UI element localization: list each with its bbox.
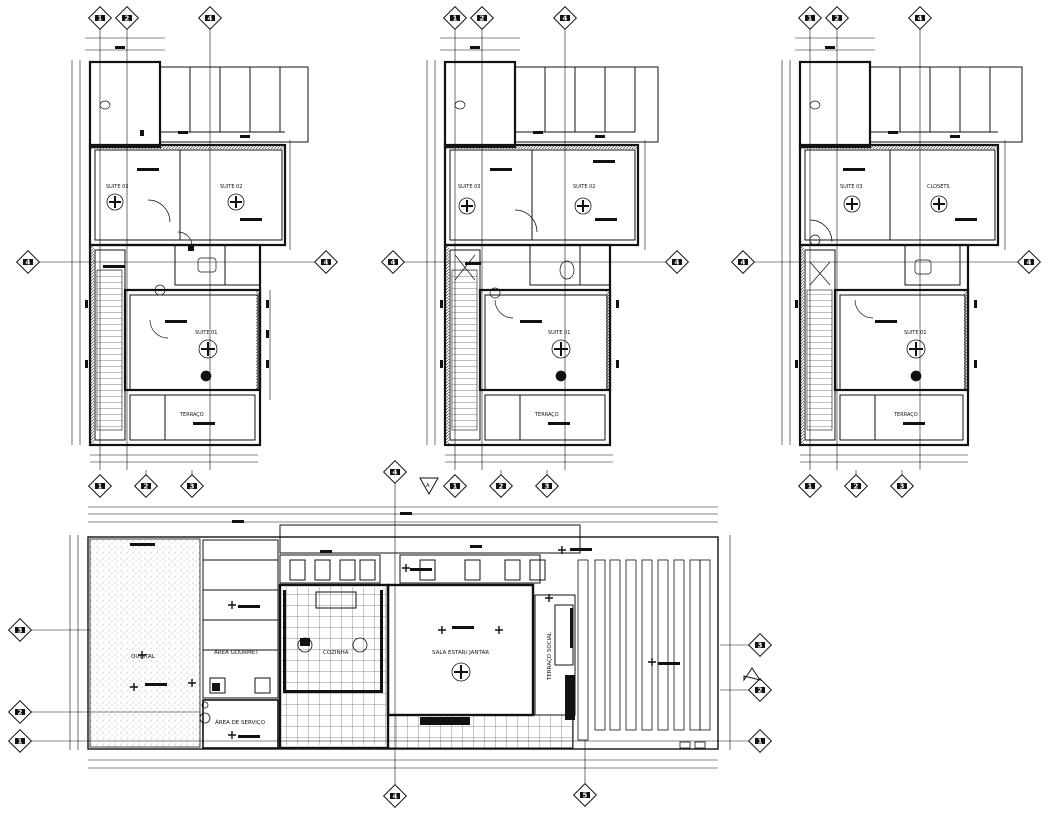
ceiling-light-icon <box>458 197 592 359</box>
ceiling-light-icon <box>843 195 948 359</box>
svg-text:2: 2 <box>18 709 23 717</box>
grid-axis-marker: 1 <box>442 473 468 499</box>
room-label-suite-03: SUITE 03 <box>458 184 480 190</box>
room-label-suite-01: SUITE 01 <box>904 330 926 336</box>
grid-axis-marker: 2 <box>114 5 140 31</box>
grid-axis-marker: 4 <box>382 783 408 809</box>
svg-text:4: 4 <box>1027 259 1032 267</box>
grid-axis-marker: 2 <box>7 699 33 725</box>
grid-axis-marker: 4 <box>907 5 933 31</box>
grid-axis-marker: 4 <box>730 249 756 275</box>
svg-text:1: 1 <box>758 738 763 746</box>
grid-axis-marker: 4 <box>552 5 578 31</box>
grid-axis-marker: 1 <box>797 473 823 499</box>
room-label-closets: CLOSETS <box>927 184 950 190</box>
svg-text:2: 2 <box>854 483 859 491</box>
svg-text:1: 1 <box>808 483 813 491</box>
grid-axis-marker: 2 <box>488 473 514 499</box>
section-marker-icon: A <box>419 477 762 682</box>
room-label-suite-01: SUITE 01 <box>548 330 570 336</box>
svg-text:A: A <box>426 483 430 489</box>
grid-axis-marker: 4 <box>382 459 408 485</box>
svg-text:4: 4 <box>393 469 398 477</box>
room-label-terraco: TERRAÇO <box>893 412 918 418</box>
svg-text:2: 2 <box>125 15 130 23</box>
svg-text:2: 2 <box>144 483 149 491</box>
room-label-area-gourmet: ÁREA GOURMET <box>214 649 259 656</box>
svg-text:1: 1 <box>808 15 813 23</box>
grid-axis-marker: 4 <box>1016 249 1042 275</box>
room-label-cozinha: COZINHA <box>323 650 349 656</box>
svg-text:4: 4 <box>26 259 31 267</box>
svg-text:1: 1 <box>98 483 103 491</box>
svg-text:2: 2 <box>480 15 485 23</box>
room-label-suite-02: SUITE 02 <box>220 184 242 190</box>
svg-text:4: 4 <box>393 793 398 801</box>
svg-text:2: 2 <box>499 483 504 491</box>
upper-floor-plan-b: SUITE 03 SUITE 02 SUITE 01 TERRAÇO 1 2 4… <box>380 5 690 499</box>
room-label-suite-01: SUITE 01 <box>195 330 217 336</box>
room-label-suite-03: SUITE 03 <box>840 184 862 190</box>
grid-axis-marker: 1 <box>797 5 823 31</box>
svg-text:1: 1 <box>453 15 458 23</box>
ground-floor-plan: QUINTAL ÁREA GOURMET COZINHA SALA ESTAR/… <box>7 459 773 809</box>
svg-text:4: 4 <box>208 15 213 23</box>
room-label-suite-03: SUITE 03 <box>106 184 128 190</box>
svg-text:3: 3 <box>758 642 763 650</box>
ceiling-light-icon <box>297 637 471 682</box>
svg-text:4: 4 <box>391 259 396 267</box>
room-label-area-servico: ÁREA DE SERVIÇO <box>215 719 266 726</box>
grid-axis-marker: 4 <box>15 249 41 275</box>
grid-axis-marker: 3 <box>747 632 773 658</box>
grid-axis-marker: 1 <box>747 728 773 754</box>
grid-axis-marker: 4 <box>313 249 339 275</box>
svg-text:4: 4 <box>675 259 680 267</box>
svg-text:1: 1 <box>98 15 103 23</box>
svg-text:1: 1 <box>453 483 458 491</box>
svg-text:4: 4 <box>324 259 329 267</box>
grid-axis-marker: 4 <box>380 249 406 275</box>
svg-text:4: 4 <box>741 259 746 267</box>
ceiling-light-icon <box>106 193 245 359</box>
svg-text:3: 3 <box>545 483 550 491</box>
grid-axis-marker: 1 <box>7 728 33 754</box>
room-label-quintal: QUINTAL <box>131 654 156 660</box>
svg-text:4: 4 <box>563 15 568 23</box>
grid-axis-marker: 3 <box>534 473 560 499</box>
grid-axis-marker: 5 <box>572 782 598 808</box>
grid-axis-marker: 1 <box>442 5 468 31</box>
grid-axis-marker: 4 <box>664 249 690 275</box>
svg-text:1: 1 <box>18 738 23 746</box>
svg-text:3: 3 <box>900 483 905 491</box>
room-label-suite-02: SUITE 02 <box>573 184 595 190</box>
grid-axis-marker: 2 <box>824 5 850 31</box>
room-label-terraco-social: TERRAÇO SOCIAL <box>547 631 553 681</box>
grid-axis-marker: 3 <box>7 617 33 643</box>
room-label-terraco: TERRAÇO <box>534 412 559 418</box>
grid-axis-marker: 3 <box>179 473 205 499</box>
svg-text:3: 3 <box>190 483 195 491</box>
grid-axis-marker: 2 <box>843 473 869 499</box>
grid-axis-marker: 1 <box>87 473 113 499</box>
svg-text:5: 5 <box>583 792 588 800</box>
svg-text:2: 2 <box>758 687 763 695</box>
room-label-terraco: TERRAÇO <box>179 412 204 418</box>
upper-floor-plan-a: SUITE 03 SUITE 02 SUITE 01 TERRAÇO 1 2 4… <box>15 5 339 499</box>
svg-text:4: 4 <box>918 15 923 23</box>
grid-axis-marker: 2 <box>133 473 159 499</box>
grid-axis-marker: 4 <box>197 5 223 31</box>
room-label-sala: SALA ESTAR/ JANTAR <box>432 650 489 656</box>
grid-axis-marker: 2 <box>747 677 773 703</box>
grid-axis-marker: 1 <box>87 5 113 31</box>
svg-text:2: 2 <box>835 15 840 23</box>
svg-text:3: 3 <box>18 627 23 635</box>
grid-axis-marker: 2 <box>469 5 495 31</box>
grid-axis-marker: 3 <box>889 473 915 499</box>
upper-floor-plan-c: SUITE 03 CLOSETS SUITE 01 TERRAÇO 1 2 4 … <box>730 5 1042 499</box>
